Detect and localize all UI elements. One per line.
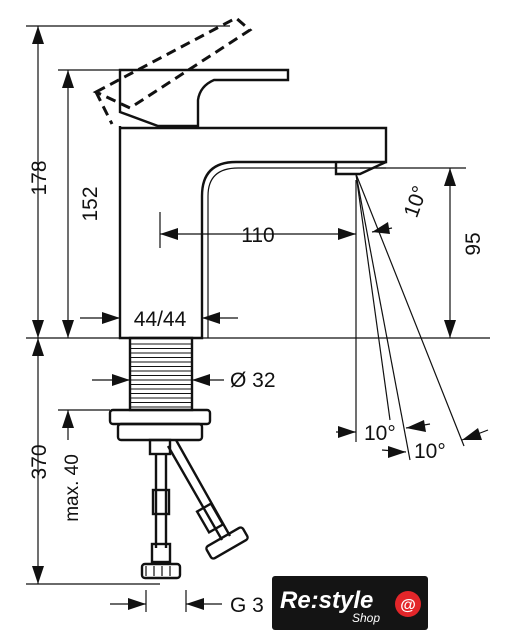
shank-assembly — [108, 336, 249, 580]
label-angle-right: 10° — [414, 440, 446, 463]
label-max-thickness: max. 40 — [62, 454, 83, 522]
dimension-labels: 178 152 110 10° 95 44/44 Ø 32 10° 10° 37… — [28, 160, 485, 617]
label-total-height: 178 — [28, 160, 51, 195]
faucet-body — [92, 16, 388, 340]
label-hose-length: 370 — [28, 444, 51, 479]
label-spray-angle: 10° — [400, 183, 432, 221]
logo-main-text: Re:style — [280, 587, 373, 614]
label-connection: G 3 — [230, 594, 264, 617]
restyle-shop-logo: Re:style Shop @ — [272, 576, 428, 630]
label-spout-height: 95 — [462, 232, 485, 255]
logo-sub-text: Shop — [352, 611, 380, 625]
label-lever-height: 152 — [79, 186, 102, 221]
dimension-lines — [26, 25, 490, 612]
label-spout-reach: 110 — [241, 224, 274, 247]
label-base-size: 44/44 — [134, 308, 187, 331]
svg-text:@: @ — [400, 597, 416, 614]
label-shank-diameter: Ø 32 — [230, 369, 276, 392]
label-angle-left: 10° — [364, 422, 396, 445]
